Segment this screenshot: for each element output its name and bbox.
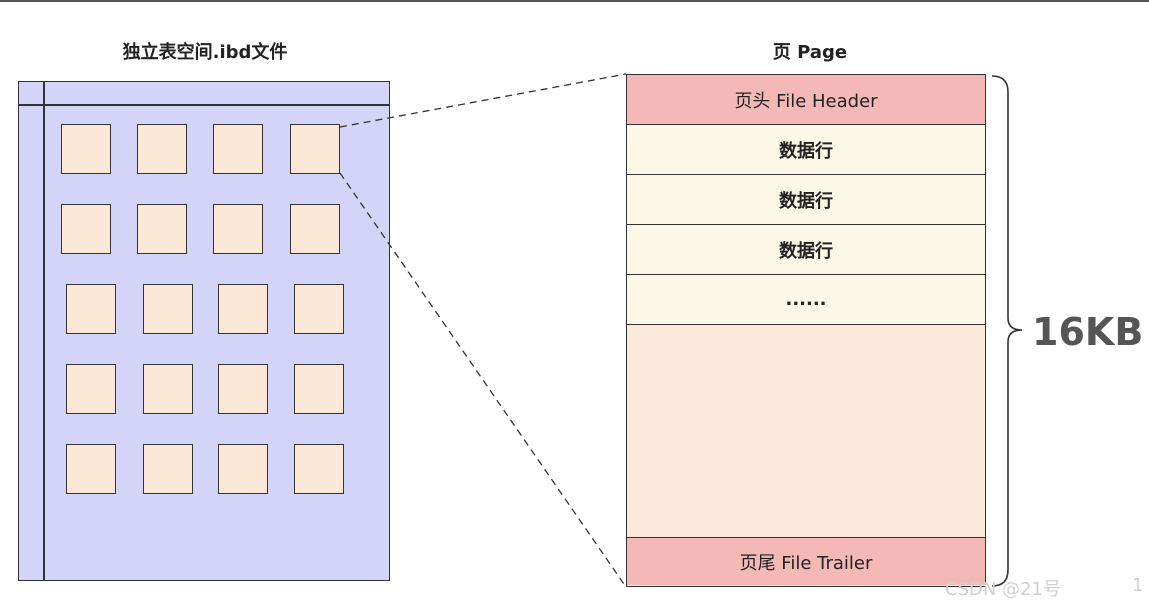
page-block [294,444,344,494]
page-block [66,444,116,494]
page-block [294,364,344,414]
top-border-line [0,0,1149,2]
page-block [143,444,193,494]
tablespace-title: 独立表空间.ibd文件 [122,42,288,63]
page-block [143,284,193,334]
page-block [61,204,111,254]
page-block [143,364,193,414]
zoom-line-top [339,73,627,128]
page-block [213,124,263,174]
tablespace-header-line [19,104,389,106]
page-block [66,284,116,334]
page-data-row: 数据行 [627,175,985,225]
page-data-row-ellipsis: ...... [627,275,985,325]
watermark-text: CSDN @21号 [945,579,1061,600]
watermark-number: 1 [1132,575,1144,596]
page-title: 页 Page [772,42,848,63]
page-block [290,124,340,174]
page-data-row: 数据行 [627,225,985,275]
page-data-row: 数据行 [627,125,985,175]
page-block [290,204,340,254]
tablespace-side-line [43,82,45,580]
tablespace-file [18,81,390,581]
zoom-line-bottom [339,172,627,588]
page-file-trailer: 页尾 File Trailer [627,537,985,585]
page-block [137,124,187,174]
page-block [66,364,116,414]
size-brace [991,75,1023,587]
page-block [218,364,268,414]
page-block [218,284,268,334]
page-block [137,204,187,254]
page-structure: 页头 File Header 数据行 数据行 数据行 ...... 页尾 Fil… [626,74,986,587]
page-size-label: 16KB [1032,310,1144,354]
page-block [61,124,111,174]
page-block [218,444,268,494]
page-block [213,204,263,254]
page-file-header: 页头 File Header [627,75,985,125]
page-block [294,284,344,334]
